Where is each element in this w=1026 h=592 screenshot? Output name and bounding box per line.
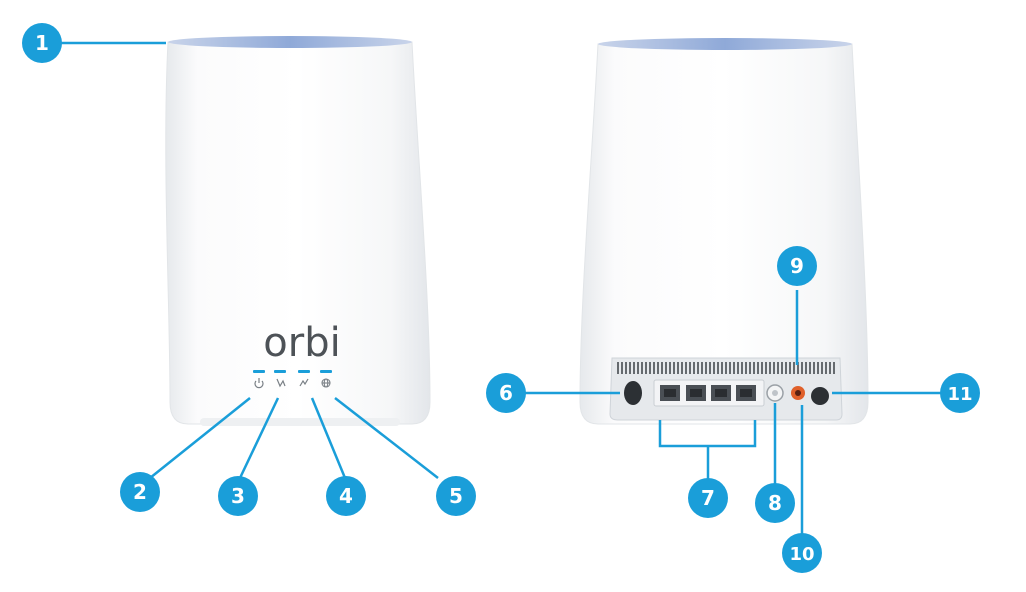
- callout-badge-2: 2: [120, 472, 160, 512]
- led-strip: [253, 370, 332, 373]
- internet-globe-icon: [321, 378, 331, 388]
- callout-number-11: 11: [947, 384, 972, 405]
- led-bar-power: [253, 370, 265, 373]
- front-top-glow: [168, 36, 412, 48]
- callout-number-3: 3: [231, 484, 245, 508]
- back-top-glow: [598, 38, 852, 50]
- callout-badge-7: 7: [688, 478, 728, 518]
- front-base-shadow: [200, 418, 400, 426]
- callout-number-2: 2: [133, 480, 147, 504]
- front-unit: orbi: [165, 36, 431, 426]
- callout-number-5: 5: [449, 484, 463, 508]
- ethernet-port-2[interactable]: [686, 385, 706, 401]
- callout-lines: [60, 41, 945, 545]
- ethernet-port-3[interactable]: [711, 385, 731, 401]
- callout-badge-3: 3: [218, 476, 258, 516]
- led-bar-sync: [298, 370, 310, 373]
- sync-button[interactable]: [624, 381, 642, 405]
- callout-badge-4: 4: [326, 476, 366, 516]
- callout-number-6: 6: [499, 381, 513, 405]
- callout-badge-11: 11: [940, 373, 980, 413]
- sync-signal-icon: [299, 378, 309, 387]
- callout-badge-5: 5: [436, 476, 476, 516]
- ethernet-port-1[interactable]: [660, 385, 680, 401]
- callout-line-3: [238, 397, 280, 479]
- reset-pinhole: [772, 390, 778, 396]
- callout-line-2: [149, 397, 251, 479]
- callout-badge-9: 9: [777, 246, 817, 286]
- front-body: [165, 41, 431, 425]
- callout-number-9: 9: [790, 254, 804, 278]
- callout-badge-6: 6: [486, 373, 526, 413]
- callout-line-4: [310, 397, 347, 479]
- power-icon: [254, 378, 264, 389]
- callout-number-10: 10: [789, 544, 814, 565]
- back-unit: [579, 38, 869, 425]
- ethernet-port-4[interactable]: [736, 385, 756, 401]
- callout-number-1: 1: [35, 31, 49, 55]
- callout-line-5: [334, 397, 439, 479]
- callout-badge-1: 1: [22, 23, 62, 63]
- callout-number-4: 4: [339, 484, 353, 508]
- vent-grille: [617, 362, 835, 374]
- led-bar-wan: [274, 370, 286, 373]
- callout-number-8: 8: [768, 491, 782, 515]
- led-bar-internet: [320, 370, 332, 373]
- callout-badge-8: 8: [755, 483, 795, 523]
- callout-badge-10: 10: [782, 533, 822, 573]
- power-jack-center: [795, 390, 801, 396]
- wan-icon: [276, 378, 286, 388]
- orbi-logo: orbi: [263, 320, 340, 366]
- power-button[interactable]: [811, 387, 829, 405]
- callout-number-7: 7: [701, 486, 715, 510]
